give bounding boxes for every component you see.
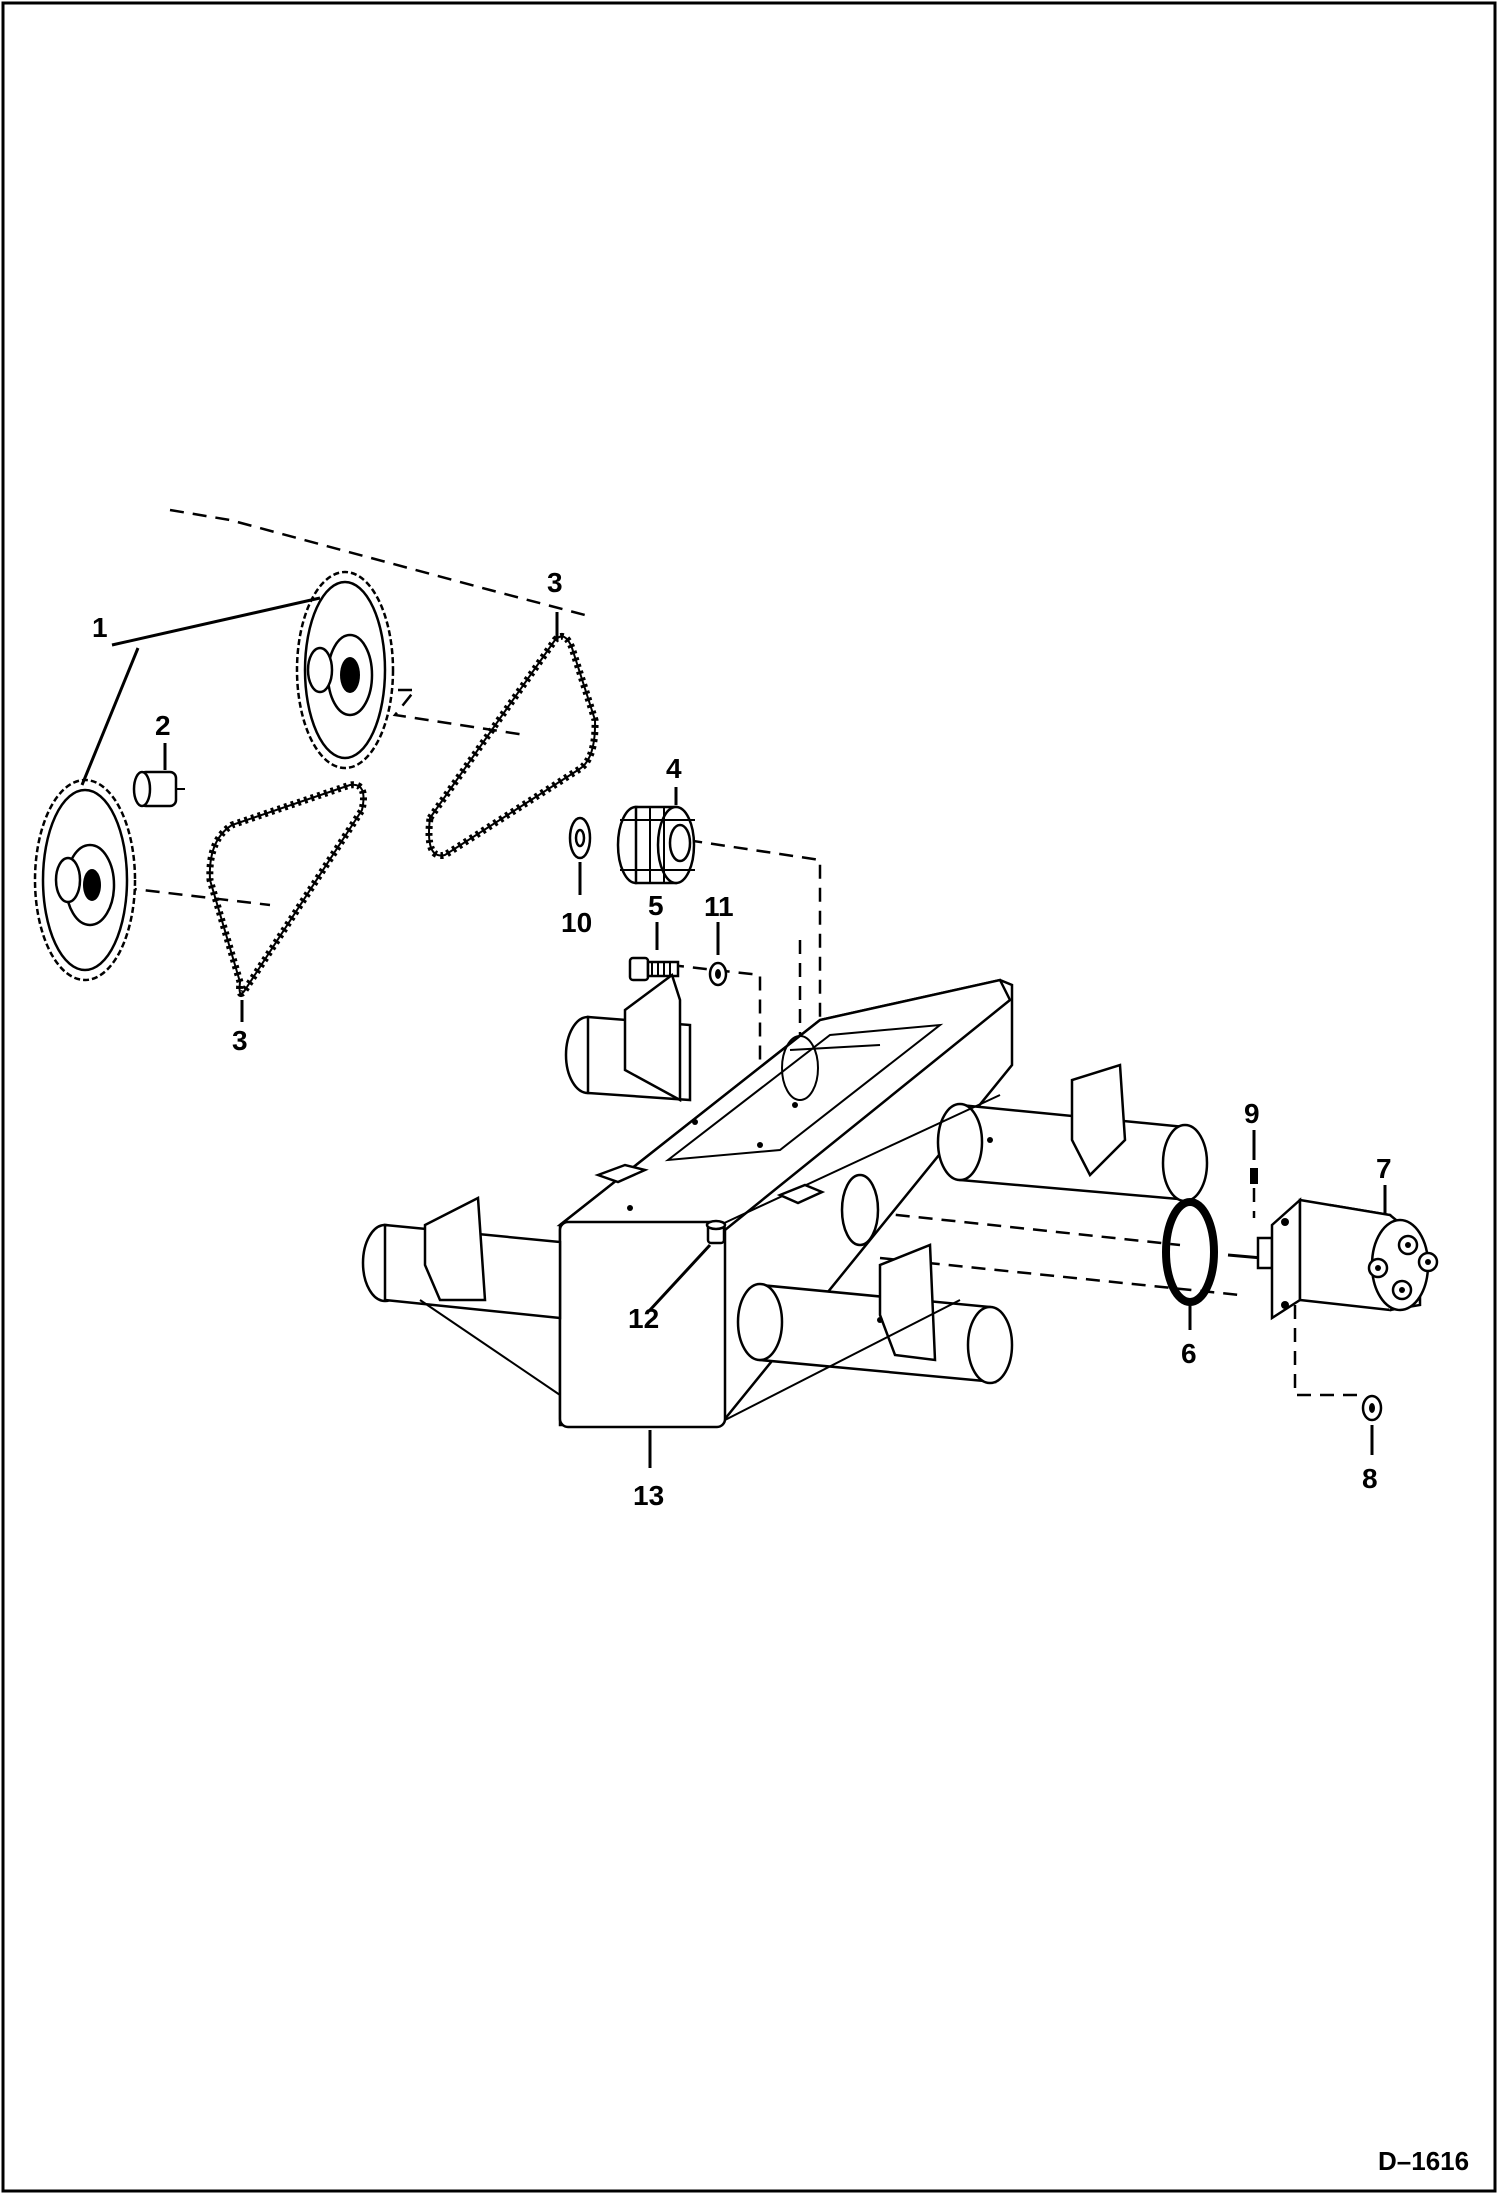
washer-plate <box>568 816 592 860</box>
callout-2: 2 <box>155 710 171 741</box>
callout-7: 7 <box>1376 1153 1392 1184</box>
callout-12: 12 <box>628 1303 659 1334</box>
leader-lines <box>80 596 1387 1468</box>
chain-lower <box>206 781 367 998</box>
nut-8 <box>1361 1394 1383 1422</box>
callout-1: 1 <box>92 612 108 643</box>
callout-3-upper: 3 <box>547 567 563 598</box>
callout-11: 11 <box>704 891 734 922</box>
plug <box>705 1219 727 1245</box>
nut-11 <box>708 961 728 987</box>
chain-upper <box>425 632 599 859</box>
hydraulic-motor <box>1227 1197 1439 1321</box>
callout-labels: 1 2 3 3 4 5 6 7 8 9 10 11 12 13 <box>92 567 1392 1511</box>
document-id: D–1616 <box>1378 2146 1469 2176</box>
callout-13: 13 <box>633 1480 664 1511</box>
o-ring <box>1162 1198 1218 1306</box>
drive-sprocket <box>616 805 696 885</box>
key <box>1250 1168 1258 1184</box>
bushing <box>132 770 185 808</box>
sprocket-upper <box>295 570 395 770</box>
sprocket-lower <box>33 778 137 982</box>
callout-5: 5 <box>648 890 664 921</box>
callout-4: 4 <box>666 753 682 784</box>
callout-9: 9 <box>1244 1098 1260 1129</box>
callout-3-lower: 3 <box>232 1025 248 1056</box>
callout-6: 6 <box>1181 1338 1197 1369</box>
bolt <box>628 956 680 982</box>
callout-10: 10 <box>561 907 592 938</box>
axle-housing <box>361 972 1209 1429</box>
callout-8: 8 <box>1362 1463 1378 1494</box>
